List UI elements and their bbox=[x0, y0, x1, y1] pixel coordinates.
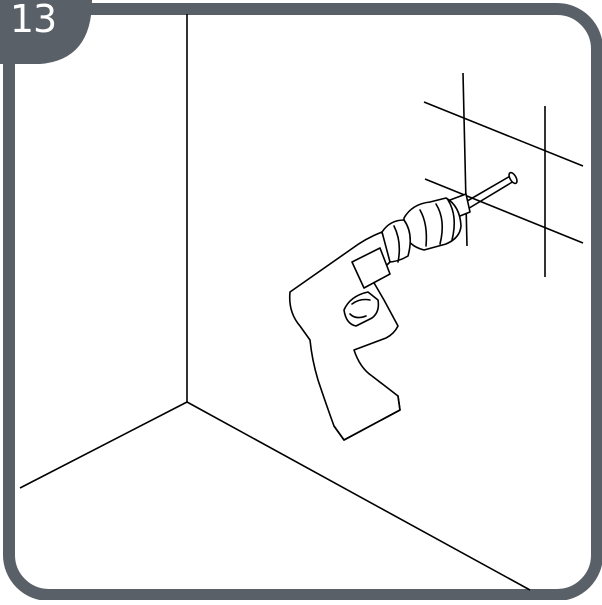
marking-crosshairs bbox=[423, 72, 584, 277]
room-corner bbox=[19, 14, 531, 591]
step-badge: 13 bbox=[0, 0, 86, 66]
drill-label-window bbox=[351, 247, 391, 289]
mark-line-top bbox=[423, 101, 584, 167]
drill-bit bbox=[461, 174, 513, 205]
floor-line-left bbox=[19, 401, 188, 489]
step-number: 13 bbox=[9, 0, 57, 41]
drill-icon bbox=[288, 171, 518, 441]
mark-line-bottom bbox=[424, 178, 584, 244]
step-badge-shape bbox=[0, 0, 92, 64]
mark-line-left bbox=[462, 72, 468, 247]
floor-line-right bbox=[186, 401, 531, 591]
drill-chuck bbox=[403, 197, 462, 251]
